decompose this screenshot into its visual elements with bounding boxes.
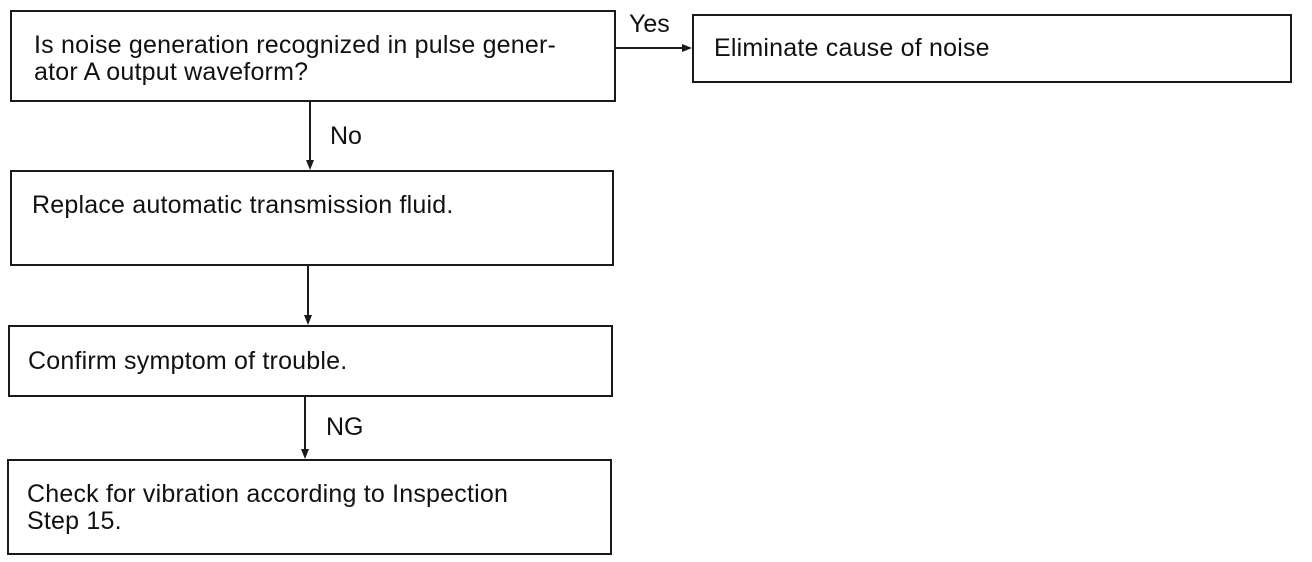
no-label: No [330, 122, 362, 150]
yes-label: Yes [629, 10, 670, 38]
no-arrowhead [306, 160, 314, 170]
replace-to-confirm-arrowhead [304, 315, 312, 325]
noise-question-box: Is noise generation recognized in pulse … [10, 10, 616, 102]
replace-fluid-box: Replace automatic transmission fluid. [10, 170, 614, 266]
confirm-symptom-text: Confirm symptom of trouble. [28, 347, 348, 375]
replace-fluid-text: Replace automatic transmission fluid. [32, 191, 454, 219]
eliminate-noise-box: Eliminate cause of noise [692, 14, 1292, 83]
confirm-symptom-box: Confirm symptom of trouble. [8, 325, 613, 397]
ng-arrowhead [301, 449, 309, 459]
eliminate-noise-text: Eliminate cause of noise [714, 34, 990, 62]
check-vibration-text: Check for vibration according to Inspect… [27, 480, 509, 535]
yes-arrowhead [682, 44, 692, 52]
check-vibration-box: Check for vibration according to Inspect… [7, 459, 612, 555]
ng-label: NG [326, 413, 364, 441]
noise-question-text: Is noise generation recognized in pulse … [34, 31, 557, 86]
